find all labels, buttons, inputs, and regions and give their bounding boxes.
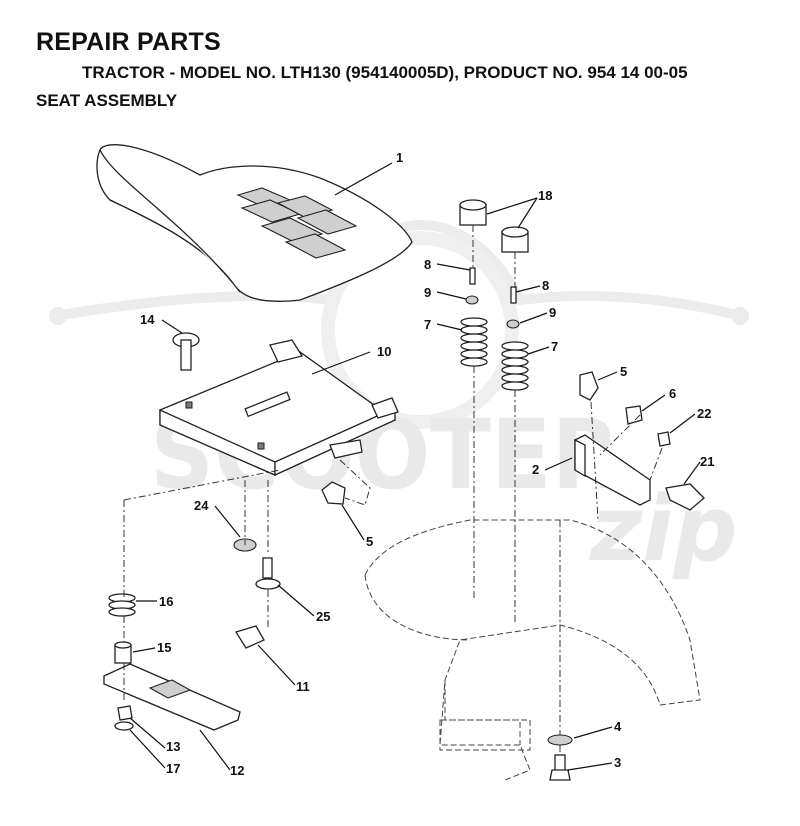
callout-18: 18: [538, 188, 552, 203]
callout-5a: 5: [620, 364, 627, 379]
callout-15: 15: [157, 640, 171, 655]
screws-washers: [465, 267, 520, 329]
callout-5b: 5: [366, 534, 373, 549]
page-title: REPAIR PARTS: [36, 28, 221, 56]
callout-12: 12: [230, 763, 244, 778]
callout-4: 4: [614, 719, 622, 734]
callout-7b: 7: [551, 339, 558, 354]
callout-labels: 1 18 8 8 9 9 7 7 14 10 5 6 22 2 21 5 24 …: [140, 150, 714, 778]
leader-lines: [129, 162, 701, 771]
callout-7a: 7: [424, 317, 431, 332]
callout-3: 3: [614, 755, 621, 770]
callout-14: 14: [140, 312, 155, 327]
callout-2: 2: [532, 462, 539, 477]
callout-9b: 9: [549, 305, 556, 320]
callout-8b: 8: [542, 278, 549, 293]
callout-16: 16: [159, 594, 173, 609]
callout-1: 1: [396, 150, 403, 165]
watermark: SCOOTER zip: [49, 220, 749, 582]
callout-8a: 8: [424, 257, 431, 272]
seat-pan: [159, 339, 399, 477]
spacers: [459, 199, 529, 253]
bottom-hardware: [547, 734, 573, 781]
tractor-frame: [364, 519, 701, 781]
callout-22: 22: [697, 406, 711, 421]
callout-10: 10: [377, 344, 391, 359]
carriage-bolt: [172, 332, 200, 371]
callout-24: 24: [194, 498, 209, 513]
callout-6: 6: [669, 386, 676, 401]
callout-17: 17: [166, 761, 180, 776]
seat: [96, 144, 413, 302]
lower-parts: [103, 481, 346, 731]
springs: [460, 317, 529, 391]
callout-9a: 9: [424, 285, 431, 300]
callout-13: 13: [166, 739, 180, 754]
assembly-lines: [123, 225, 663, 770]
section-title: SEAT ASSEMBLY: [36, 91, 178, 110]
watermark-script: zip: [589, 477, 738, 582]
callout-25: 25: [316, 609, 330, 624]
model-subtitle: TRACTOR - MODEL NO. LTH130 (954140005D),…: [82, 63, 688, 82]
callout-21: 21: [700, 454, 714, 469]
callout-11: 11: [296, 679, 310, 694]
